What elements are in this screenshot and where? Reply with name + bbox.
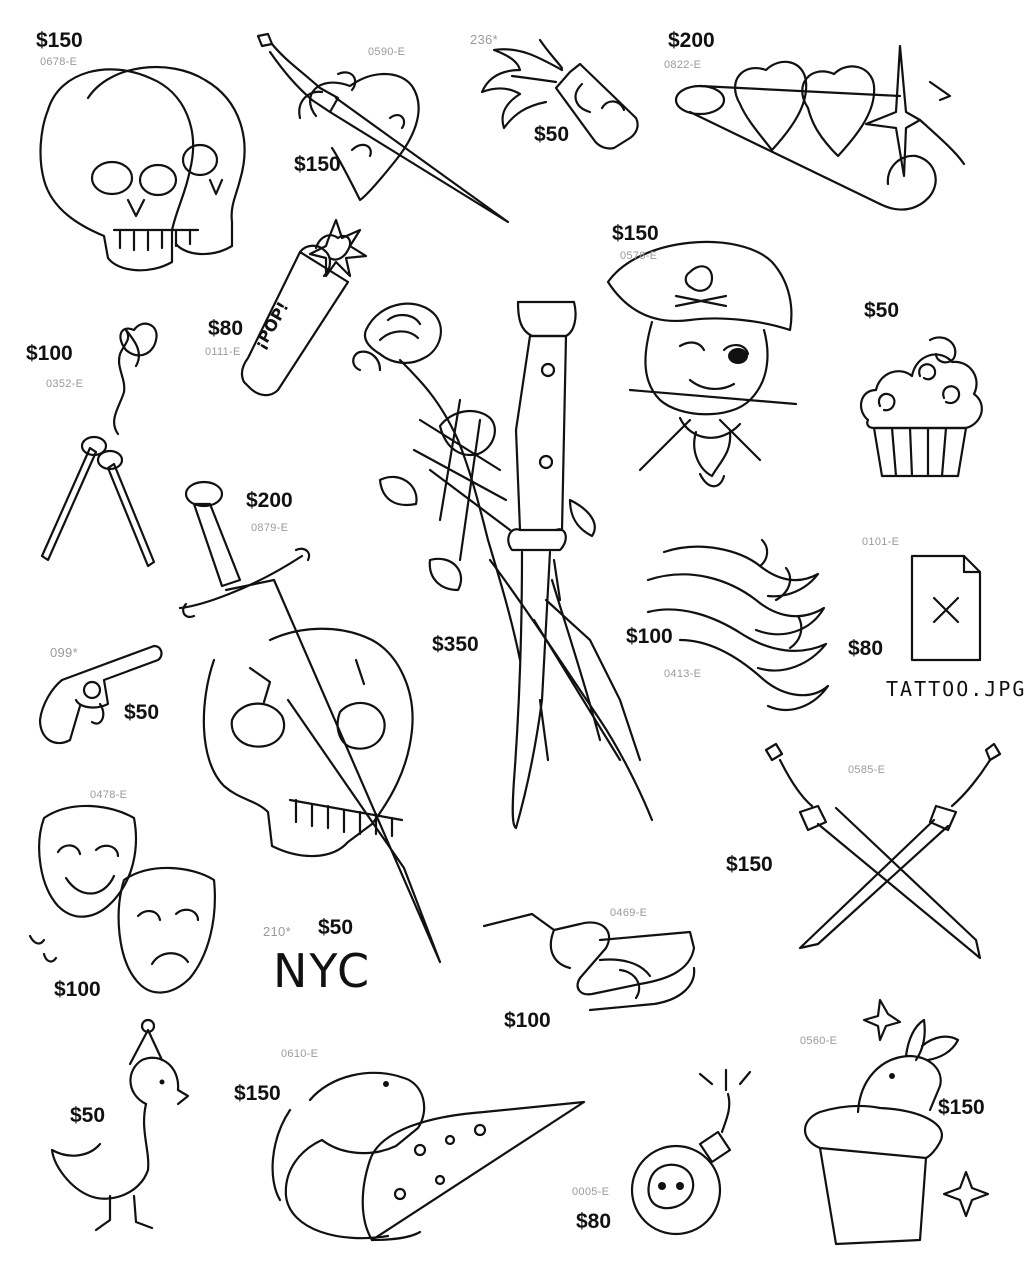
party-duck-drawing [50,1018,190,1232]
price-cupcake: $50 [864,299,900,322]
molotov-drawing [480,38,639,150]
price-dagger-heart: $150 [294,153,341,176]
price-missing-image: $80 [848,637,884,660]
code-dagger-heart: 0590-E [368,46,406,58]
code-pirate: 0578-E [620,250,658,262]
price-twin-skulls: $150 [36,29,83,52]
skull-dagger-drawing [178,480,442,964]
firecracker-drawing [240,218,368,397]
handshake-drawing [482,912,696,1012]
code-missing-image: 0101-E [862,536,900,548]
price-rat-pizza: $150 [234,1082,281,1105]
code-crossed-swords: 0585-E [848,764,886,776]
flames-drawing [646,538,830,711]
dagger-heart-drawing [256,32,510,224]
price-handshake: $100 [504,1009,551,1032]
price-skull-bomb: $80 [576,1210,612,1233]
code-firecracker: 0111-E [205,346,241,358]
toy-gun-drawing [38,644,163,745]
twin-skulls-drawing [39,65,246,272]
missing-image-drawing [910,554,982,662]
code-rat-pizza: 0610-E [281,1048,319,1060]
pin-hearts-drawing [674,44,966,211]
code-flames: 0413-E [664,668,702,680]
pirate-drawing [606,240,798,488]
code-theater-masks: 0478-E [90,789,128,801]
crossed-swords-drawing [764,742,1002,960]
price-rabbit-hat: $150 [938,1096,985,1119]
nyc-lettering: NYC [273,944,372,998]
skull-bomb-drawing [630,1068,752,1236]
cupcake-drawing [859,336,983,478]
price-toy-gun: $50 [124,701,160,724]
code-toy-gun: 099* [50,645,78,660]
code-twin-skulls: 0678-E [40,56,78,68]
theater-masks-drawing [28,804,216,994]
rat-pizza-drawing [271,1071,586,1242]
price-pirate: $150 [612,222,659,245]
price-skull-dagger: $200 [246,489,293,512]
price-matches: $100 [26,342,73,365]
code-rabbit-hat: 0560-E [800,1035,838,1047]
code-handshake: 0469-E [610,907,648,919]
code-nyc: 210* [263,924,291,939]
code-matches: 0352-E [46,378,84,390]
price-party-duck: $50 [70,1104,106,1127]
price-molotov: $50 [534,123,570,146]
code-molotov: 236* [470,32,498,47]
price-nyc: $50 [318,916,354,939]
price-firecracker: $80 [208,317,244,340]
matches-drawing [40,322,158,568]
missing-image-filename: TATTOO.JPG [886,677,1024,701]
price-flames: $100 [626,625,673,648]
price-pin-hearts: $200 [668,29,715,52]
code-skull-bomb: 0005-E [572,1186,610,1198]
rabbit-hat-drawing [803,998,990,1246]
code-pin-hearts: 0822-E [664,59,702,71]
rose-switchblade-drawing [352,300,654,830]
price-theater-masks: $100 [54,978,101,1001]
price-rose-switchblade: $350 [432,633,479,656]
price-crossed-swords: $150 [726,853,773,876]
code-skull-dagger: 0879-E [251,522,289,534]
